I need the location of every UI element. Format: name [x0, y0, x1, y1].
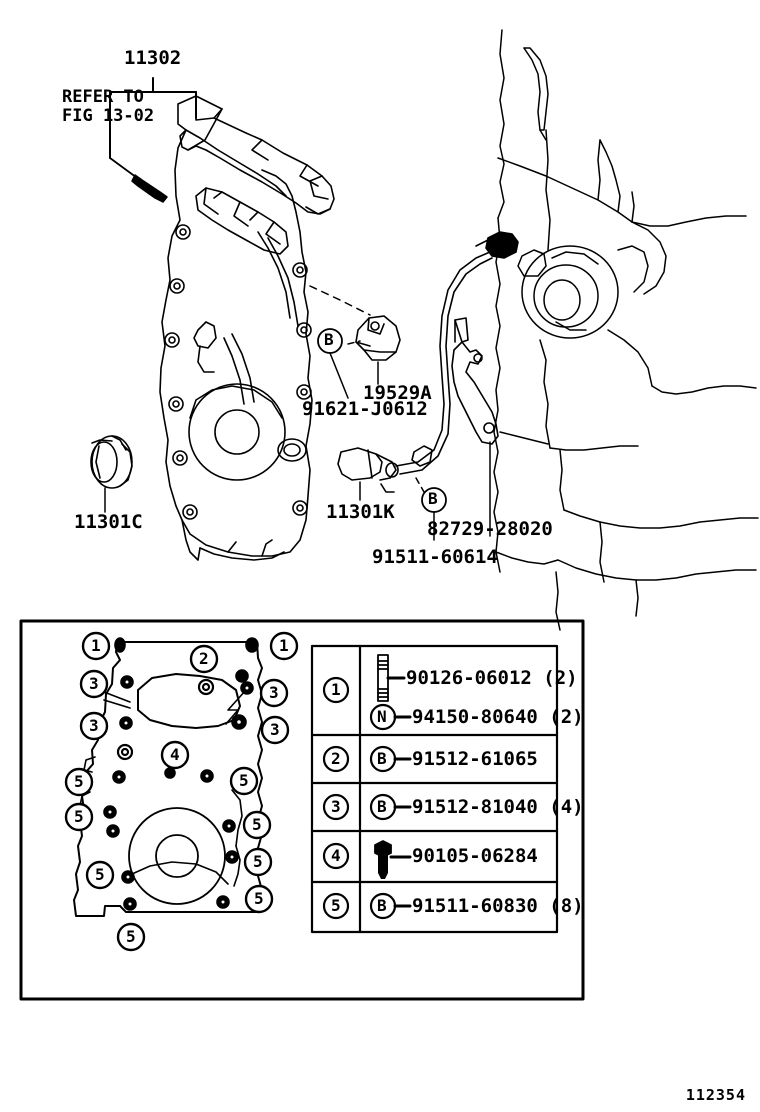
figure-id: 112354 [685, 1086, 746, 1104]
crank-position-sensor [337, 447, 399, 493]
label-11301k: 11301K [326, 501, 395, 523]
bracket-19529a [355, 315, 401, 361]
detail-marker-4: 4 [170, 745, 180, 764]
detail-marker-3b: 3 [269, 683, 279, 702]
detail-bolt-holes-inner [106, 678, 251, 908]
legend-icons [369, 654, 412, 920]
legend-ref-1: 1 [331, 680, 341, 699]
legend-ref-4: 4 [331, 846, 341, 865]
dashed-leader-b1 [347, 340, 361, 345]
legend-icon-letter-b3: B [377, 797, 387, 816]
legend-part-91512-61065: 91512-61065 [412, 748, 538, 770]
sensor-harness-wire [395, 231, 519, 475]
detail-marker-5f: 5 [253, 852, 263, 871]
legend-part-90126: 90126-06012 (2) [406, 667, 578, 689]
legend-icon-letter-b5: B [377, 896, 387, 915]
detail-marker-5d: 5 [252, 815, 262, 834]
detail-marker-3a: 3 [89, 674, 99, 693]
legend-ref-circles [322, 676, 350, 920]
stud-bolt-icon [377, 654, 406, 702]
detail-marker-1a: 1 [91, 636, 101, 655]
bolt-b-icon-row2 [369, 745, 412, 773]
hex-bolt-icon [374, 840, 412, 879]
nut-n-icon [369, 703, 412, 731]
label-refer-to: REFER TO FIG 13-02 [62, 87, 155, 127]
detail-marker-3c: 3 [89, 716, 99, 735]
b-circle-upper-letter: B [324, 330, 334, 349]
detail-marker-3d: 3 [270, 720, 280, 739]
stud-bolt-part [131, 174, 168, 203]
legend-table-grid [310, 644, 559, 934]
legend-part-90105-06284: 90105-06284 [412, 845, 538, 867]
legend-ref-2: 2 [331, 749, 341, 768]
detail-marker-5c: 5 [74, 807, 84, 826]
detail-marker-5a: 5 [74, 772, 84, 791]
detail-marker-2: 2 [199, 649, 209, 668]
detail-cover-outline [73, 641, 263, 917]
engine-pulley-boss [521, 245, 619, 339]
legend-part-94150: 94150-80640 (2) [412, 706, 584, 728]
legend-part-91511-60830: 91511-60830 (8) [412, 895, 584, 917]
timing-chain-cover [159, 95, 335, 561]
detail-marker-1b: 1 [279, 636, 289, 655]
dipstick-guide-tube [451, 317, 499, 445]
detail-marker-circles [64, 631, 299, 952]
b-circle-lower-letter: B [428, 489, 438, 508]
legend-icon-letter-b2: B [377, 749, 387, 768]
legend-ref-5: 5 [331, 896, 341, 915]
detail-panel-border [19, 619, 585, 1001]
label-11301c: 11301C [74, 511, 143, 533]
label-82729-28020: 82729-28020 [427, 518, 553, 540]
legend-icon-letter-n: N [377, 707, 387, 726]
label-11302: 11302 [124, 47, 182, 69]
dashed-leader-bracket [309, 285, 371, 316]
detail-marker-5g: 5 [254, 889, 264, 908]
leader-91621 [329, 352, 349, 399]
label-19529a: 19529A [363, 382, 432, 404]
dashed-leader-b2 [415, 477, 425, 493]
label-91511-60614: 91511-60614 [372, 546, 498, 568]
detail-marker-5e: 5 [95, 865, 105, 884]
legend-part-91512-81040: 91512-81040 (4) [412, 796, 584, 818]
bolt-b-icon-row3 [369, 793, 412, 821]
bolt-b-icon-row5 [369, 892, 412, 920]
oil-seal-part [90, 435, 133, 489]
legend-ref-3: 3 [331, 797, 341, 816]
detail-marker-5b: 5 [239, 771, 249, 790]
detail-ring-holes [116, 678, 215, 761]
label-91621-j0612: 91621-J0612 [302, 398, 428, 420]
detail-marker-5h: 5 [126, 927, 136, 946]
